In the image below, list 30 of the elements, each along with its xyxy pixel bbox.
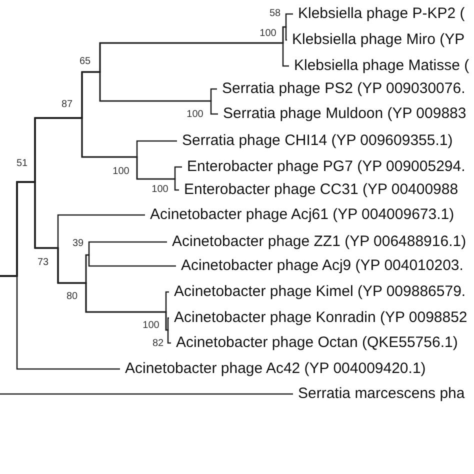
bootstrap-value: 100 [186, 109, 204, 121]
taxon-label: Acinetobacter phage Octan (QKE55756.1) [171, 334, 458, 352]
bootstrap-value: 65 [79, 56, 91, 68]
bootstrap-value: 80 [66, 291, 78, 303]
taxon-label: Klebsiella phage Miro (YP [287, 31, 465, 49]
bootstrap-value: 82 [152, 338, 164, 350]
taxon-label: Serratia phage CHI14 (YP 009609355.1) [177, 132, 453, 150]
taxon-label: Enterobacter phage CC31 (YP 00400988 [179, 181, 458, 199]
bootstrap-value: 100 [260, 28, 276, 40]
bootstrap-value: 73 [37, 257, 49, 269]
bootstrap-value: 58 [269, 8, 281, 20]
bootstrap-value: 100 [152, 184, 168, 196]
taxon-label: Enterobacter phage PG7 (YP 009005294. [182, 158, 466, 176]
tree-branch [0, 393, 293, 395]
bootstrap-value: 100 [142, 320, 160, 332]
taxon-label: Klebsiella phage Matisse ( [289, 57, 470, 75]
bootstrap-value: 87 [61, 99, 73, 111]
taxon-label: Acinetobacter phage Acj61 (YP 004009673.1) [145, 206, 454, 224]
taxon-label: Serratia phage Muldoon (YP 009883 [218, 105, 466, 123]
taxon-label: Acinetobacter phage Konradin (YP 0098852 [169, 309, 468, 327]
taxon-label: Serratia marcescens pha [293, 385, 465, 403]
taxon-label: Acinetobacter phage ZZ1 (YP 006488916.1) [167, 233, 466, 251]
taxon-label: Acinetobacter phage Kimel (YP 009886579. [169, 283, 466, 301]
taxon-label: Serratia phage PS2 (YP 009030076. [217, 80, 466, 98]
bootstrap-value: 39 [72, 238, 84, 250]
bootstrap-value: 51 [16, 158, 28, 170]
taxon-label: Klebsiella phage P-KP2 ( [293, 5, 465, 23]
bootstrap-value: 100 [112, 166, 130, 178]
taxon-label: Acinetobacter phage Ac42 (YP 004009420.1) [120, 360, 426, 378]
taxon-label: Acinetobacter phage Acj9 (YP 004010203. [176, 257, 464, 275]
